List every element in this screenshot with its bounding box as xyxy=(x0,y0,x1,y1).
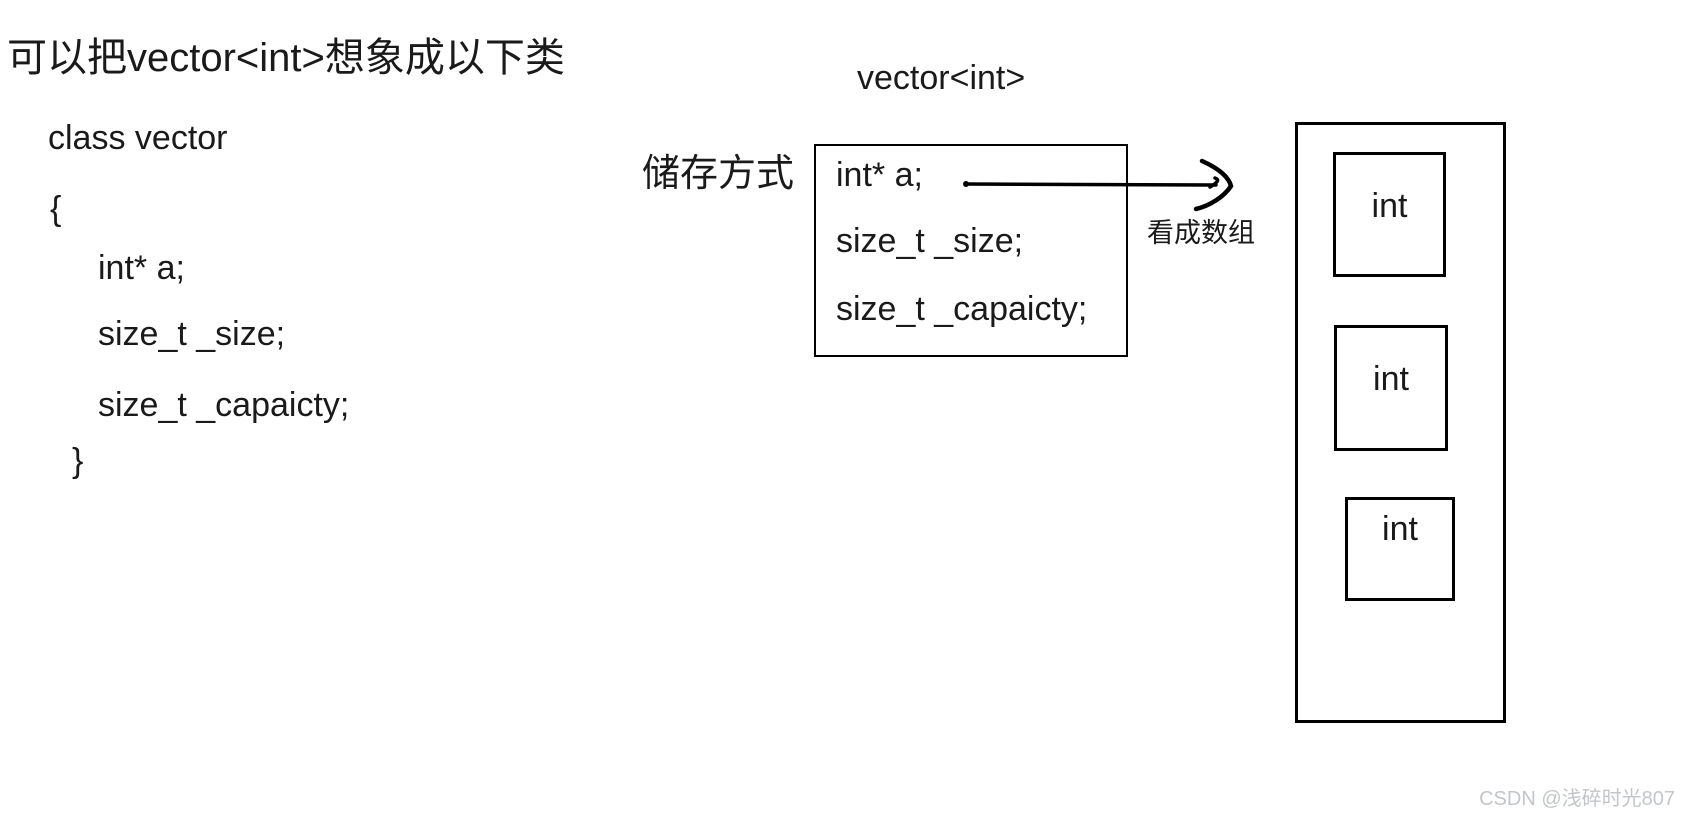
code-line-member-pointer: int* a; xyxy=(98,249,185,287)
code-line-close-brace: } xyxy=(72,442,84,480)
storage-box-line-capacity: size_t _capaicty; xyxy=(836,290,1088,328)
array-int-cell: int xyxy=(1333,152,1446,277)
page-title: 可以把vector<int>想象成以下类 xyxy=(7,36,565,80)
array-outline-rect xyxy=(1295,122,1506,723)
storage-members-box: int* a; size_t _size; size_t _capaicty; xyxy=(814,144,1128,357)
array-int-cell: int xyxy=(1334,325,1448,451)
vector-int-heading: vector<int> xyxy=(857,59,1026,97)
array-int-cell: int xyxy=(1345,497,1455,601)
code-line-member-capacity: size_t _capaicty; xyxy=(98,386,350,424)
code-line-open-brace: { xyxy=(50,190,62,228)
watermark-text: CSDN @浅碎时光807 xyxy=(1479,788,1675,810)
storage-box-line-size: size_t _size; xyxy=(836,222,1024,260)
code-line-member-size: size_t _size; xyxy=(98,315,286,353)
arrow-caption: 看成数组 xyxy=(1147,218,1255,248)
storage-method-label: 储存方式 xyxy=(642,153,795,195)
pointer-arrow-icon xyxy=(963,158,1234,212)
storage-box-line-pointer: int* a; xyxy=(836,156,923,194)
code-line-class-declaration: class vector xyxy=(48,119,228,157)
